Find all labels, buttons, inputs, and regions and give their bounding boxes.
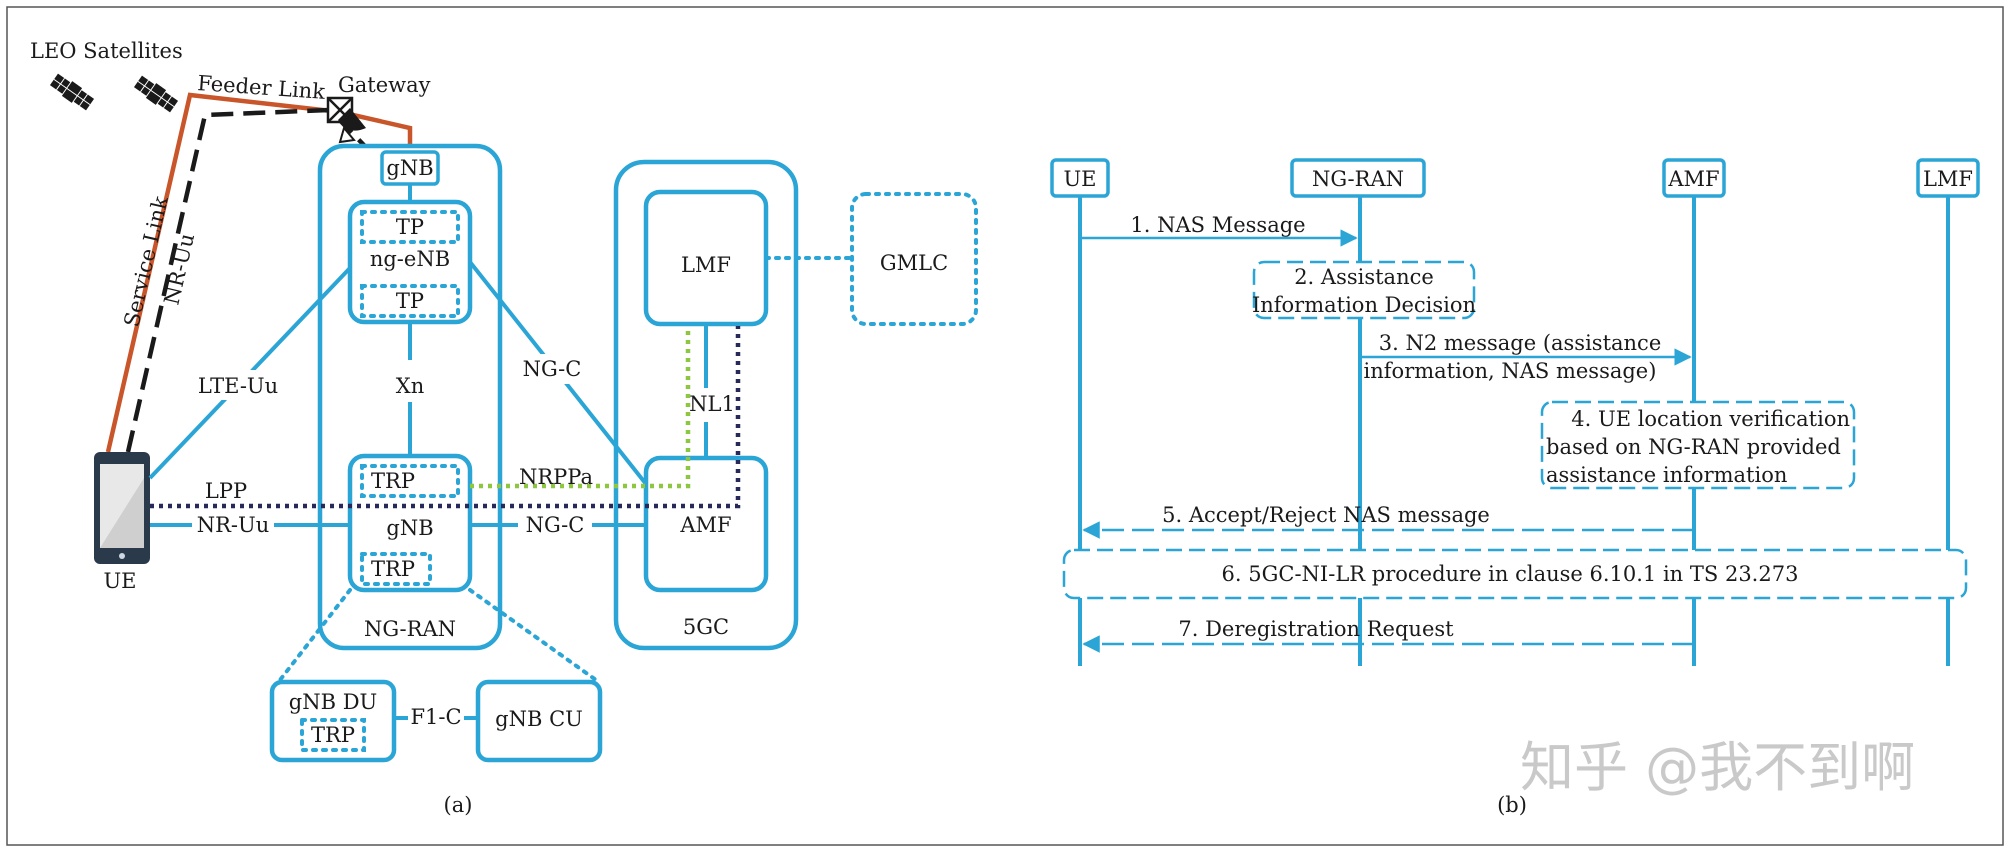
gnb-du-dotted-link bbox=[278, 588, 352, 682]
5gc-label: 5GC bbox=[683, 615, 729, 639]
participant-ng-ran-label: NG-RAN bbox=[1312, 167, 1404, 191]
ng-c-label: NG-C bbox=[526, 513, 585, 537]
service-link-label: Service Link bbox=[119, 194, 172, 329]
participant-lmf-box bbox=[1916, 158, 1980, 198]
tp-top-label: TP bbox=[396, 215, 424, 239]
panel-a: LEO Satellites Feeder Link Service Link … bbox=[30, 39, 978, 817]
gnb-cu-dotted-link bbox=[468, 588, 598, 682]
step-6-box bbox=[1062, 548, 1968, 600]
step-4-line-1: 4. UE location verification bbox=[1571, 407, 1850, 431]
tp-top-dotted-box bbox=[360, 210, 460, 244]
trp-du-label: TRP bbox=[311, 723, 355, 747]
step-2-line-1: 2. Assistance bbox=[1294, 265, 1434, 289]
participant-lmf-label: LMF bbox=[1923, 167, 1973, 191]
participant-amf-label: AMF bbox=[1667, 167, 1719, 191]
msg-5-label: 5. Accept/Reject NAS message bbox=[1162, 503, 1490, 527]
panel-b-caption: (b) bbox=[1497, 793, 1527, 817]
leo-satellites-label: LEO Satellites bbox=[30, 39, 183, 63]
gnb-cu-box bbox=[475, 679, 603, 763]
nr-uu-satellite-line bbox=[125, 107, 390, 453]
nrppa-line bbox=[470, 326, 691, 489]
msg-3-line-1: 3. N2 message (assistance bbox=[1379, 331, 1662, 355]
step-6-label: 6. 5GC-NI-LR procedure in clause 6.10.1 … bbox=[1222, 562, 1799, 586]
gmlc-label: GMLC bbox=[880, 251, 948, 275]
ng-c-diagonal-label: NG-C bbox=[523, 357, 582, 381]
lte-uu-label: LTE-Uu bbox=[198, 374, 278, 398]
tp-bottom-label: TP bbox=[396, 289, 424, 313]
participant-ue-box bbox=[1050, 158, 1110, 198]
gmlc-box bbox=[850, 192, 978, 326]
gnb-mid-label: gNB bbox=[386, 516, 433, 540]
lpp-line bbox=[150, 326, 741, 509]
msg-7-label: 7. Deregistration Request bbox=[1178, 617, 1454, 641]
step-2-box bbox=[1252, 260, 1476, 320]
participant-ng-ran-box bbox=[1290, 158, 1426, 198]
amf-label: AMF bbox=[679, 513, 731, 537]
gateway-label: Gateway bbox=[338, 73, 431, 97]
xn-label: Xn bbox=[396, 374, 424, 398]
trp-bottom-dotted-box bbox=[360, 552, 432, 586]
nr-uu-satellite-label: NR-Uu bbox=[159, 231, 199, 307]
lpp-label: LPP bbox=[205, 479, 247, 503]
msg-1-label: 1. NAS Message bbox=[1130, 213, 1305, 237]
lmf-label: LMF bbox=[681, 253, 731, 277]
f1c-label: F1-C bbox=[410, 705, 461, 729]
step-4-line-2: based on NG-RAN provided bbox=[1546, 435, 1841, 459]
ng-ran-label: NG-RAN bbox=[364, 617, 456, 641]
satellite-icon bbox=[49, 73, 95, 111]
msg-3-line-2: information, NAS message) bbox=[1364, 359, 1657, 383]
ng-enb-label: ng-eNB bbox=[370, 247, 450, 271]
trp-bottom-label: TRP bbox=[371, 557, 415, 581]
tp-bottom-dotted-box bbox=[360, 284, 460, 318]
nl1-label: NL1 bbox=[689, 392, 735, 416]
watermark-text: 知乎 @我不到啊 bbox=[1520, 736, 1915, 799]
satellite-icon bbox=[133, 75, 179, 113]
ue-phone-icon bbox=[94, 452, 150, 564]
figure-frame bbox=[6, 6, 2004, 846]
step-2-line-2: Information Decision bbox=[1252, 293, 1476, 317]
trp-du-dotted-box bbox=[300, 718, 366, 752]
gnb-cu-label: gNB CU bbox=[495, 707, 583, 731]
panel-b: UE NG-RAN AMF LMF 1. NAS Message 2. Assi… bbox=[1050, 158, 1980, 817]
step-4-line-3: assistance information bbox=[1546, 463, 1787, 487]
gnb-top-label: gNB bbox=[386, 156, 433, 180]
gnb-du-label: gNB DU bbox=[289, 690, 377, 714]
ue-label: UE bbox=[103, 569, 136, 593]
nrppa-label: NRPPa bbox=[519, 465, 593, 489]
step-4-box bbox=[1540, 400, 1856, 490]
nr-uu-label: NR-Uu bbox=[197, 513, 270, 537]
trp-top-label: TRP bbox=[371, 469, 415, 493]
participant-amf-box bbox=[1662, 158, 1726, 198]
gateway-dish-icon bbox=[326, 96, 366, 144]
participant-ue-label: UE bbox=[1063, 167, 1096, 191]
trp-top-dotted-box bbox=[360, 464, 460, 498]
panel-a-caption: (a) bbox=[444, 793, 473, 817]
